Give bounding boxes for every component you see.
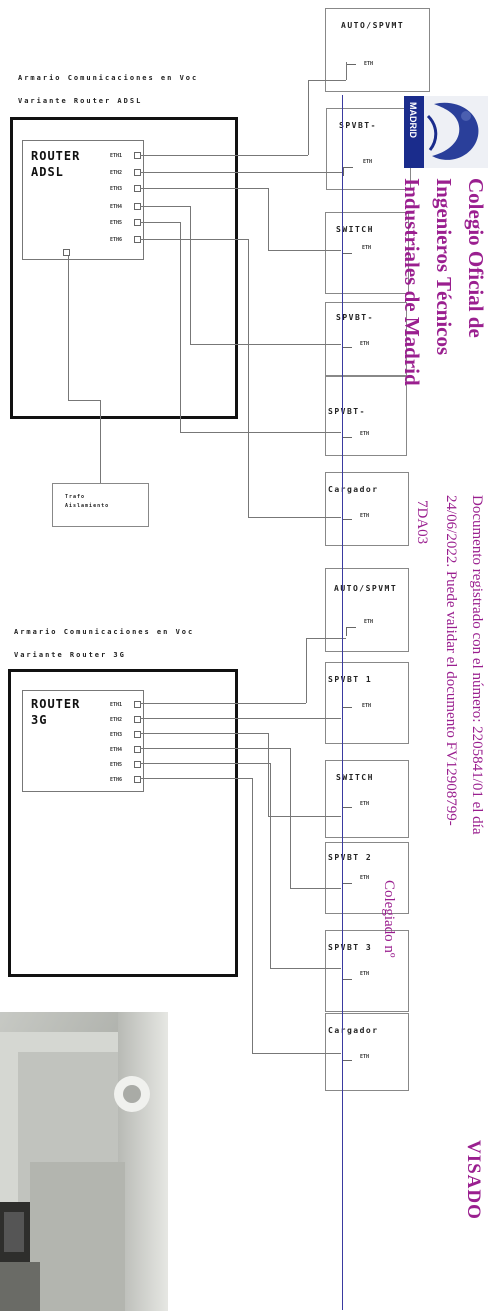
adsl-port-label: ETH4 [110, 204, 122, 210]
isolation-transformer-box: Trafo Aislamiento [52, 483, 149, 527]
college-name-line3: Industriales de Madrid [400, 178, 424, 386]
doc-registration-line1: Documento registrado con el número: 2205… [468, 495, 486, 835]
g3-port-label: ETH5 [110, 762, 122, 768]
g3-router-box: ROUTER 3G [22, 690, 144, 792]
device-box: SPVBT- ETH [326, 108, 411, 190]
device-box: SWITCH ETH [325, 212, 409, 294]
adsl-port-label: ETH3 [110, 186, 122, 192]
adsl-port-label: ETH5 [110, 220, 122, 226]
adsl-router-box: ROUTER ADSL [22, 140, 144, 260]
doc-registration-line3: 7DA03 [413, 500, 431, 544]
g3-router-label-line1: ROUTER [31, 697, 80, 712]
adsl-heading-line2: Variante Router ADSL [18, 97, 142, 105]
college-logo: MADRID [404, 96, 488, 168]
g3-heading-line2: Variante Router 3G [14, 651, 126, 659]
adsl-router-label-line1: ROUTER [31, 149, 80, 164]
adsl-port-label: ETH2 [110, 170, 122, 176]
adsl-heading-line1: Armario Comunicaciones en Voc [18, 74, 198, 82]
g3-router-label-line2: 3G [31, 713, 47, 728]
enclosure-photo [0, 1012, 168, 1311]
adsl-power-port [63, 249, 70, 256]
college-name-line2: Ingenieros Técnicos [432, 178, 456, 355]
device-box: SPVBT 1 ETH [325, 662, 409, 744]
college-name-line1: Colegio Oficial de [464, 178, 488, 338]
device-box: Cargador ETH [325, 1013, 409, 1091]
device-box: SPVBT- ETH [325, 302, 407, 376]
adsl-port-label: ETH6 [110, 237, 122, 243]
colegiado-label: Colegiado nº [380, 880, 398, 958]
g3-port-label: ETH3 [110, 732, 122, 738]
device-box: SWITCH ETH [325, 760, 409, 838]
doc-registration-line2: 24/06/2022. Puede validar el documento F… [442, 495, 460, 826]
g3-port-label: ETH4 [110, 747, 122, 753]
g3-port-label: ETH2 [110, 717, 122, 723]
g3-port-label: ETH1 [110, 702, 122, 708]
stamp-margin-line [342, 95, 343, 1310]
device-box: AUTO/SPVMT ETH [325, 568, 409, 652]
isolation-transformer-label-line1: Trafo [65, 494, 85, 500]
adsl-port-label: ETH1 [110, 153, 122, 159]
g3-heading-line1: Armario Comunicaciones en Voc [14, 628, 194, 636]
adsl-router-label-line2: ADSL [31, 165, 64, 180]
visado-label: VISADO [462, 1140, 484, 1220]
device-box: SPVBT- ETH [325, 376, 407, 456]
g3-port-label: ETH6 [110, 777, 122, 783]
device-box: Cargador ETH [325, 472, 409, 546]
logo-text: MADRID [408, 102, 418, 138]
isolation-transformer-label-line2: Aislamiento [65, 503, 109, 509]
